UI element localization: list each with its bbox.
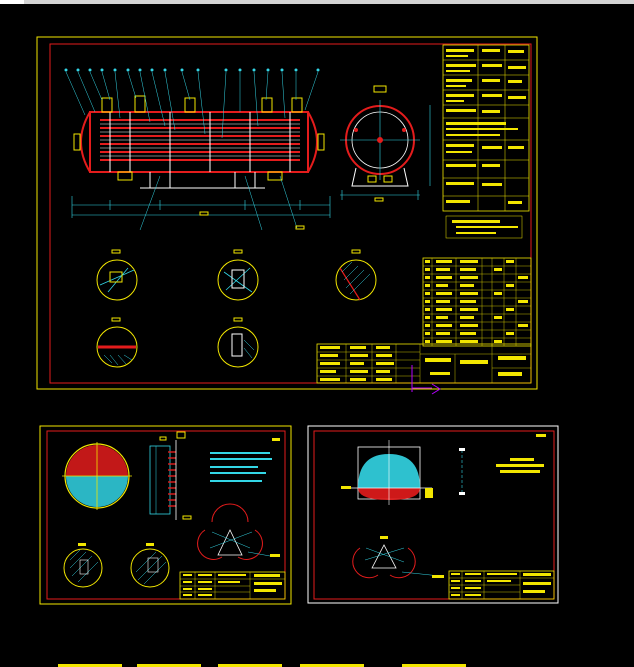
title-strip-edge	[0, 0, 24, 4]
title-strip	[0, 0, 634, 4]
tubesheet-section-view	[149, 431, 192, 520]
detail-views	[96, 249, 377, 368]
tubesheet-plan-view	[62, 442, 132, 510]
tubesheet-weld-detail	[197, 503, 280, 560]
title-block-main	[316, 343, 532, 384]
head-section-view	[341, 440, 433, 505]
title-block-tubesheet	[179, 571, 286, 600]
heat-exchanger-side-view	[340, 85, 431, 202]
layout-tab-4[interactable]	[300, 664, 364, 667]
layout-tab-5[interactable]	[402, 664, 466, 667]
layout-tab-1[interactable]	[58, 664, 122, 667]
sheet-tubesheet-border	[46, 430, 286, 600]
parts-list-table	[422, 257, 532, 347]
sheet-tubesheet-frame	[39, 425, 292, 605]
head-weld-detail	[352, 536, 444, 579]
layout-tab-bar	[0, 663, 634, 667]
sheet-head-border	[313, 430, 555, 600]
technical-notes-table	[442, 44, 530, 239]
title-block-head	[448, 570, 555, 600]
head-notes	[496, 434, 546, 473]
heat-exchanger-front-view	[64, 68, 331, 231]
sheet-main-frame	[36, 36, 538, 390]
tubesheet-notes	[210, 438, 280, 482]
layout-tab-2[interactable]	[137, 664, 201, 667]
sheet-main[interactable]	[36, 36, 538, 395]
sheet-main-border	[49, 43, 532, 384]
head-centerline-callout	[459, 448, 465, 495]
crosshair-cursor-icon	[411, 365, 441, 395]
sheet-head[interactable]	[307, 425, 559, 604]
sheet-tubesheet[interactable]	[39, 425, 292, 605]
layout-tab-3[interactable]	[218, 664, 282, 667]
tubesheet-detail-views	[63, 543, 170, 588]
sheet-head-frame	[307, 425, 559, 604]
